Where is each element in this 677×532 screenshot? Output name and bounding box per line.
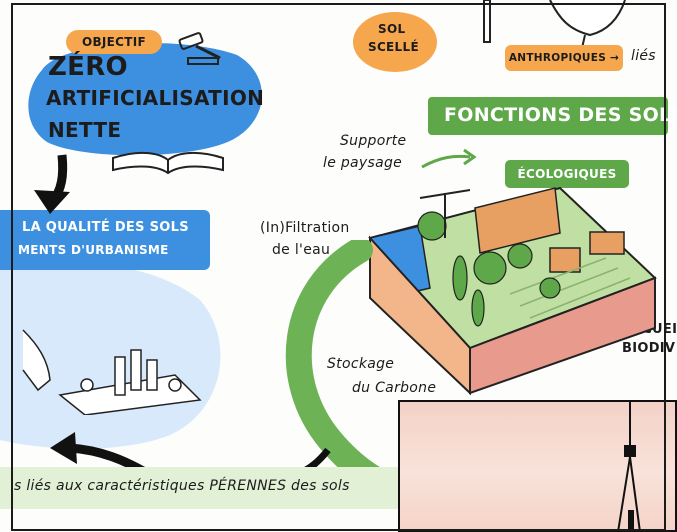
objective-line2: ARTIFICIALISATION <box>46 86 265 110</box>
objective-tag: OBJECTIF <box>66 30 162 54</box>
down-arrow-icon <box>34 154 70 214</box>
anthropic-fragment: liés <box>631 48 656 64</box>
arrow-landscape-icon <box>421 148 477 169</box>
city-sketch <box>58 349 202 415</box>
book-icon <box>112 152 224 175</box>
landscape-line2: le paysage <box>323 155 403 171</box>
objective-blob <box>28 43 262 156</box>
sealed-soil-badge <box>353 12 437 72</box>
ecological-label: ÉCOLOGIQUES <box>505 160 629 188</box>
objective-line1: ZÉRO <box>48 52 128 82</box>
carbon-line2: du Carbone <box>352 380 437 396</box>
water-line2: de l'eau <box>272 242 331 258</box>
quality-banner-line2: MENTS D'URBANISME <box>18 243 169 257</box>
tree-sketch <box>549 0 626 49</box>
crane-hook-icon <box>617 400 641 532</box>
hand-sketch <box>22 329 51 392</box>
quality-banner-line1: LA QUALITÉ DES SOLS <box>22 220 189 235</box>
soil-functions-title: FONCTIONS DES SOLS <box>444 104 677 126</box>
carbon-line1: Stockage <box>327 356 395 372</box>
pipe-icon <box>483 0 491 43</box>
gavel-icon <box>178 32 221 65</box>
sealed-soil-line2: SCELLÉ <box>368 40 419 54</box>
objective-line3: NETTE <box>48 118 122 142</box>
landscape-block <box>368 186 657 396</box>
soil-functions-banner <box>428 97 668 135</box>
bottom-banner <box>0 467 410 509</box>
water-line1: (In)Filtration <box>260 220 350 236</box>
quality-banner <box>0 210 210 270</box>
biodiversity-line2: BIODIV <box>622 341 676 356</box>
sealed-soil-line1: SOL <box>378 22 406 36</box>
bottom-banner-text: s liés aux caractéristiques PÉRENNES des… <box>14 478 350 494</box>
landscape-line1: Supporte <box>340 133 407 149</box>
anthropic-label: ANTHROPIQUES → <box>505 45 623 71</box>
